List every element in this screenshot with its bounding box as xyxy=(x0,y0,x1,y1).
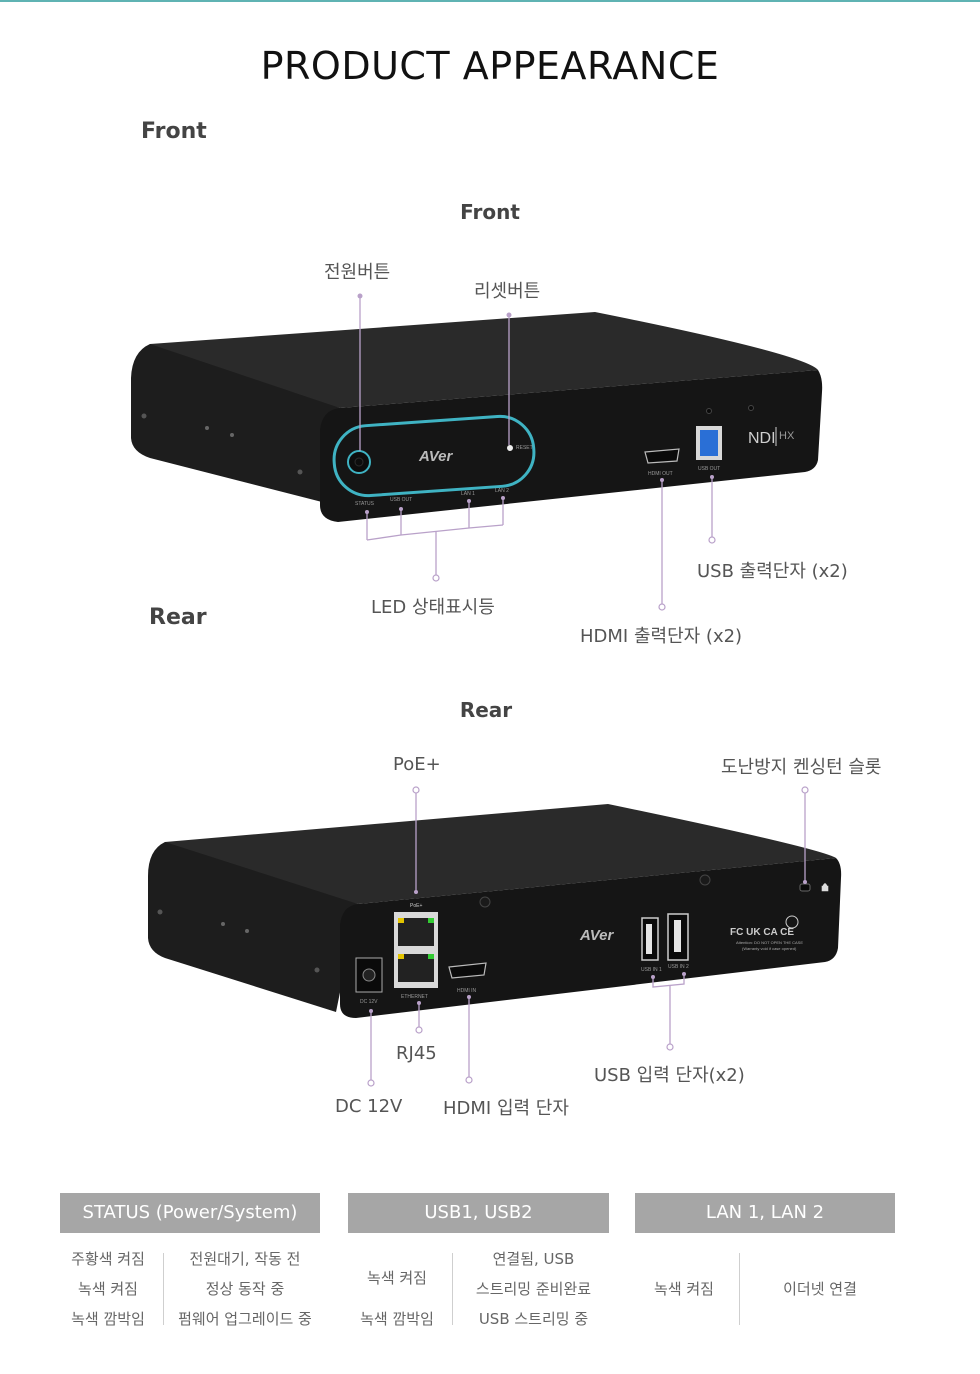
rear-brand-logo: AVer xyxy=(579,927,615,944)
top-accent-rule xyxy=(0,0,980,2)
rj45-callout: RJ45 xyxy=(396,1043,437,1064)
status-left-2: 녹색 켜짐 xyxy=(78,1280,138,1298)
front-device-illustration: RESET AVer STATUS USB OUT LAN 1 LAN 2 HD… xyxy=(131,293,823,611)
page-title: PRODUCT APPEARANCE xyxy=(260,44,720,88)
status-left-1: 주황색 켜짐 xyxy=(71,1250,145,1268)
status-left-3: 녹색 깜박임 xyxy=(71,1310,145,1328)
cert-marks: FC UK CA CE xyxy=(730,927,794,938)
poe-text: PoE+ xyxy=(410,903,422,909)
rear-side-label: Rear xyxy=(149,605,207,630)
usb-table-header: USB1, USB2 xyxy=(348,1193,609,1233)
status-table-header: STATUS (Power/System) xyxy=(60,1193,320,1233)
attention-text: Attention: DO NOT OPEN THE CASE xyxy=(736,940,803,945)
hdmi-out-text: HDMI OUT xyxy=(648,471,673,477)
ndi-logo: NDI xyxy=(748,430,776,447)
hx-logo: HX xyxy=(779,430,795,442)
rear-center-label: Rear xyxy=(459,698,513,722)
lan-left-1: 녹색 켜짐 xyxy=(654,1280,714,1298)
usb-divider xyxy=(452,1253,453,1325)
status-right-3: 펌웨어 업그레이드 중 xyxy=(178,1310,312,1328)
status-right-2: 정상 동작 중 xyxy=(205,1280,285,1298)
usb-out-callout: USB 출력단자 (x2) xyxy=(697,561,848,582)
usb-left-1: 녹색 켜짐 xyxy=(367,1269,427,1287)
lan-right-1: 이더넷 연결 xyxy=(783,1280,857,1298)
usb-right-1: 연결됨, USB xyxy=(492,1250,575,1268)
kensington-callout: 도난방지 켄싱턴 슬롯 xyxy=(721,757,882,778)
front-center-label: Front xyxy=(460,200,520,224)
usb-in-callout: USB 입력 단자(x2) xyxy=(594,1065,745,1086)
usb-right-3: USB 스트리밍 중 xyxy=(478,1310,589,1328)
warranty-text: (Warranty void if case opened) xyxy=(742,946,797,951)
hdmi-out-callout: HDMI 출력단자 (x2) xyxy=(580,626,743,647)
dc-text: DC 12V xyxy=(360,999,378,1005)
lan-divider xyxy=(739,1253,740,1325)
lan1-led-label: LAN 1 xyxy=(461,491,475,497)
led-callout: LED 상태표시등 xyxy=(371,597,495,618)
status-divider xyxy=(163,1253,164,1325)
lan-table-header: LAN 1, LAN 2 xyxy=(635,1193,895,1233)
usb-in2-text: USB IN 2 xyxy=(668,964,689,970)
hdmi-in-callout: HDMI 입력 단자 xyxy=(443,1098,569,1119)
reset-text: RESET xyxy=(516,445,533,451)
power-button-callout: 전원버튼 xyxy=(324,262,391,283)
status-led-label: STATUS xyxy=(355,501,375,507)
status-right-1: 전원대기, 작동 전 xyxy=(189,1250,301,1268)
usb-led-label: USB OUT xyxy=(390,497,412,503)
poe-callout: PoE+ xyxy=(393,754,441,775)
usb-in1-text: USB IN 1 xyxy=(641,967,662,973)
usb-right-2: 스트리밍 준비완료 xyxy=(475,1280,592,1298)
front-side-label: Front xyxy=(141,119,207,144)
lan2-led-label: LAN 2 xyxy=(495,488,509,494)
dc-callout: DC 12V xyxy=(335,1096,403,1117)
usb-out-text: USB OUT xyxy=(698,466,720,472)
hdmi-in-text: HDMI IN xyxy=(457,988,477,994)
ethernet-text: ETHERNET xyxy=(401,994,428,1000)
rear-device-illustration: DC 12V PoE+ ETHERNET HDMI IN AVer USB IN… xyxy=(148,786,842,1087)
reset-button-callout: 리셋버튼 xyxy=(474,281,541,302)
usb-left-2: 녹색 깜박임 xyxy=(360,1310,434,1328)
front-brand-logo: AVer xyxy=(418,448,454,465)
